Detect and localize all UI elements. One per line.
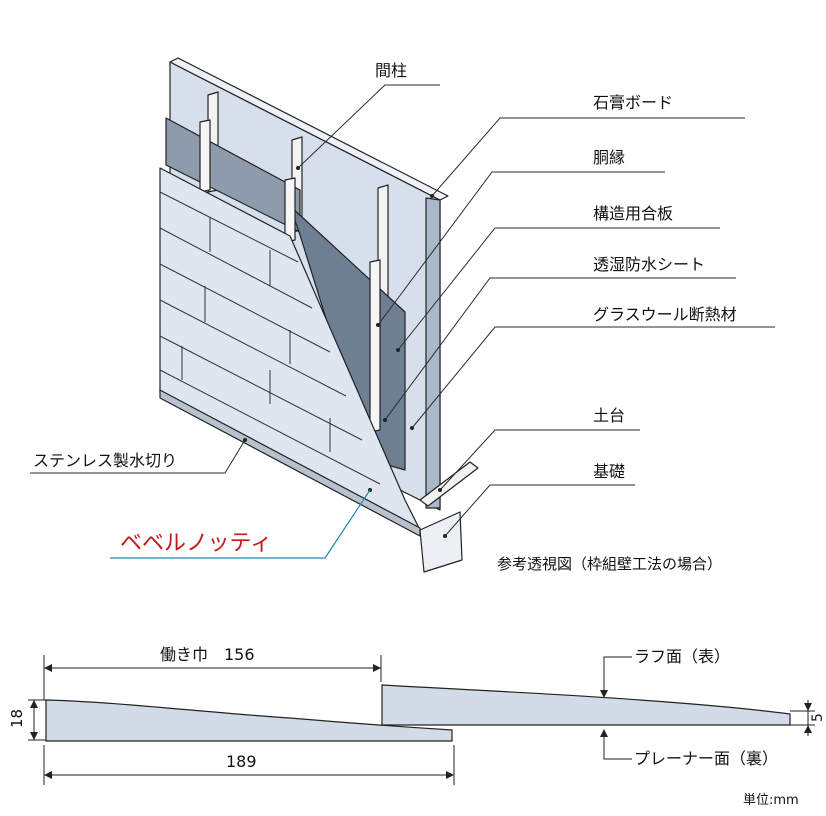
leader-dots	[243, 166, 447, 538]
label-product-name: ベベルノッティ	[120, 531, 272, 556]
siding-board-lines	[159, 191, 381, 485]
board-profile-right	[381, 684, 791, 726]
leader-lines	[30, 84, 775, 537]
stainless-flashing	[159, 389, 421, 537]
furring-strip-2	[284, 177, 296, 243]
face-arrows	[600, 690, 608, 737]
sill-plate	[419, 461, 479, 507]
label-foundation: 基礎	[593, 462, 625, 481]
label-glass-wool: グラスウール断熱材	[593, 305, 737, 324]
label-gypsum-board: 石膏ボード	[593, 93, 673, 112]
gypsum-board-side	[425, 197, 441, 509]
cross-section: 働き巾 156 189 18 5 ラフ面（表） プレーナー面（裏） 単位:mm	[8, 645, 826, 808]
wall-perspective	[159, 57, 479, 573]
label-structural-plywood: 構造用合板	[593, 204, 673, 223]
label-stud: 間柱	[375, 61, 407, 80]
product-leader-line	[110, 489, 371, 559]
furring-strip-1	[199, 119, 211, 193]
label-stainless-flashing: ステンレス製水切り	[33, 451, 177, 470]
dim-total-width: 189	[226, 752, 257, 771]
dim-edge-thickness: 5	[810, 713, 826, 722]
dim-working-width: 働き巾 156	[160, 645, 255, 664]
unit-label: 単位:mm	[743, 792, 799, 808]
board-profile-left	[45, 699, 453, 742]
dimension-arrows	[30, 664, 812, 779]
label-furring: 胴縁	[593, 148, 625, 167]
dim-thickness: 18	[8, 709, 26, 728]
face-leaders	[603, 656, 632, 760]
label-moisture-sheet: 透湿防水シート	[593, 255, 705, 274]
foundation-block	[419, 511, 463, 573]
furring-strip-3	[369, 259, 381, 433]
gypsum-board-top-edge	[169, 57, 449, 201]
label-sill: 土台	[593, 406, 625, 425]
diagram-caption: 参考透視図（枠組壁工法の場合）	[497, 555, 722, 573]
label-rough-face: ラフ面（表）	[634, 647, 730, 666]
label-planer-face: プレーナー面（裏）	[634, 749, 778, 768]
